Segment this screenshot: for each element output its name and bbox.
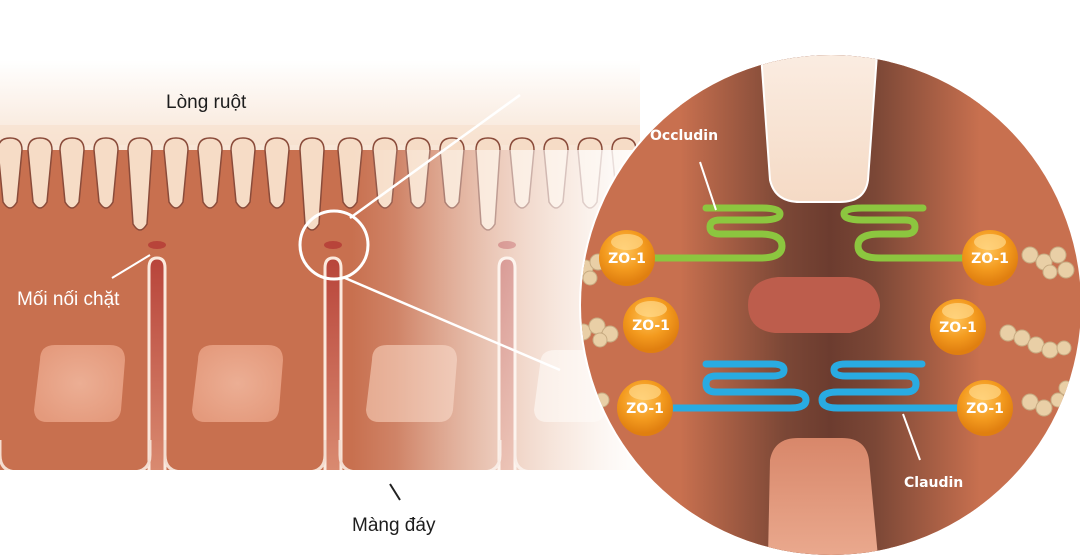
zo1-sphere: ZO-1 — [623, 297, 679, 353]
basement-membrane-label: Màng đáy — [352, 515, 436, 536]
svg-text:ZO-1: ZO-1 — [626, 401, 664, 417]
zoom-circle: ZO-1 ZO-1 ZO-1 ZO-1 ZO-1 ZO-1 Occludin C… — [579, 53, 1080, 557]
lumen-label: Lòng ruột — [166, 92, 247, 113]
claudin-strands — [656, 360, 984, 412]
claudin-label: Claudin — [904, 475, 963, 491]
epithelium-panel: Lòng ruột Mối nối chặt Màng đáy — [0, 60, 640, 536]
zoom-pointer-line — [349, 93, 521, 220]
junction-plaque — [748, 277, 880, 333]
svg-text:ZO-1: ZO-1 — [632, 318, 670, 334]
svg-text:ZO-1: ZO-1 — [966, 401, 1004, 417]
zoom-highlight-circle — [298, 209, 370, 281]
occludin-strands — [646, 204, 1004, 262]
tight-junction-label: Mối nối chặt — [17, 289, 120, 310]
tight-junction-leader — [111, 254, 151, 279]
claudin-strand-left — [656, 360, 810, 412]
zo1-sphere: ZO-1 — [617, 380, 673, 436]
villus-bottom — [768, 438, 878, 555]
zo1-proteins: ZO-1 ZO-1 ZO-1 ZO-1 ZO-1 ZO-1 — [599, 230, 1018, 436]
occludin-leader — [699, 161, 717, 211]
svg-text:ZO-1: ZO-1 — [939, 320, 977, 336]
claudin-strand-right — [818, 360, 984, 412]
basement-membrane-leader — [389, 483, 401, 501]
occludin-strand-left — [646, 204, 786, 262]
occludin-label: Occludin — [650, 128, 718, 144]
svg-text:ZO-1: ZO-1 — [608, 251, 646, 267]
zo1-sphere: ZO-1 — [599, 230, 655, 286]
zo1-sphere: ZO-1 — [962, 230, 1018, 286]
zo1-sphere: ZO-1 — [930, 299, 986, 355]
svg-text:ZO-1: ZO-1 — [971, 251, 1009, 267]
zo1-sphere: ZO-1 — [957, 380, 1013, 436]
claudin-leader — [902, 413, 921, 461]
occludin-strand-right — [840, 204, 1004, 262]
villus-top — [758, 55, 880, 203]
zoom-pointer-line — [344, 276, 561, 372]
